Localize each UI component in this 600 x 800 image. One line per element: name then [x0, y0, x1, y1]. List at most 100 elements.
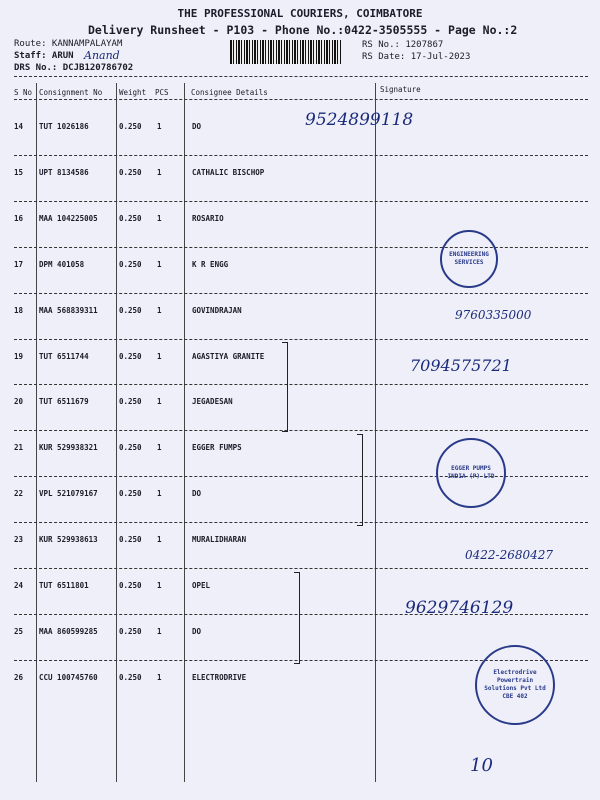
cell-cons: MAA 104225005 — [39, 213, 98, 223]
cell-sno: 26 — [14, 672, 24, 682]
column-line — [116, 83, 117, 782]
company-stamp: ENGINEERING SERVICES — [440, 230, 498, 288]
cell-pcs: 1 — [157, 397, 162, 407]
bracket — [357, 434, 363, 526]
cell-consignee: OPEL — [192, 581, 211, 590]
col-sno: S No — [14, 88, 33, 97]
handwritten-phone: 7094575721 — [410, 356, 512, 375]
staff-handwritten: Anand — [84, 49, 120, 62]
row-divider — [14, 613, 588, 615]
row-divider — [14, 154, 588, 156]
divider — [14, 76, 588, 77]
cell-sno: 14 — [14, 122, 24, 131]
cell-pcs: 1 — [157, 213, 162, 223]
cell-sno: 19 — [14, 351, 24, 361]
cell-weight: 0.250 — [119, 443, 142, 453]
cell-cons: UPT 8134586 — [39, 167, 89, 177]
cell-consignee: GOVINDRAJAN — [192, 305, 242, 315]
handwritten-phone: 9629746129 — [405, 598, 514, 618]
staff: Staff: ARUN — [14, 51, 74, 61]
runsheet-title: Delivery Runsheet - P103 - Phone No.:042… — [88, 23, 518, 37]
row-divider — [14, 522, 588, 524]
divider — [14, 99, 588, 100]
column-line — [375, 83, 376, 782]
cell-pcs: 1 — [157, 535, 162, 545]
cell-weight: 0.250 — [119, 626, 142, 636]
cell-pcs: 1 — [157, 167, 162, 177]
company-stamp: EGGER PUMPS INDIA (P) LTD — [436, 438, 506, 508]
cell-weight: 0.250 — [119, 489, 142, 499]
cell-weight: 0.250 — [119, 259, 142, 269]
row-divider — [14, 476, 588, 478]
row-divider — [14, 200, 588, 202]
company-stamp: Electrodrive Powertrain Solutions Pvt Lt… — [475, 645, 555, 725]
cell-cons: CCU 100745760 — [39, 672, 98, 682]
row-divider — [14, 659, 588, 661]
cell-weight: 0.250 — [119, 397, 142, 407]
column-line — [184, 83, 185, 782]
bracket — [282, 342, 288, 432]
cell-sno: 21 — [14, 443, 24, 453]
cell-pcs: 1 — [157, 305, 162, 315]
cell-consignee: EGGER FUMPS — [192, 443, 242, 453]
cell-weight: 0.250 — [119, 672, 142, 682]
row-divider — [14, 292, 588, 294]
rs-number: RS No.: 1207867 — [362, 40, 444, 50]
cell-cons: TUT 6511801 — [39, 581, 89, 590]
route: Route: KANNAMPALAYAM — [14, 39, 123, 49]
cell-cons: DPM 401058 — [39, 259, 85, 269]
drs-number: DRS No.: DCJB120786702 — [14, 63, 134, 73]
cell-weight: 0.250 — [119, 122, 142, 131]
cell-sno: 24 — [14, 581, 24, 590]
cell-pcs: 1 — [157, 489, 162, 499]
cell-consignee: ELECTRODRIVE — [192, 672, 247, 682]
col-pcs: PCS — [155, 88, 169, 97]
cell-weight: 0.250 — [119, 305, 142, 315]
cell-cons: TUT 6511679 — [39, 397, 89, 407]
cell-weight: 0.250 — [119, 167, 142, 177]
cell-consignee: AGASTIYA GRANITE — [192, 351, 265, 361]
cell-pcs: 1 — [157, 581, 162, 590]
rs-date: RS Date: 17-Jul-2023 — [362, 52, 471, 62]
row-divider — [14, 430, 588, 432]
cell-pcs: 1 — [157, 443, 162, 453]
cell-consignee: JEGADESAN — [192, 397, 233, 407]
cell-consignee: MURALIDHARAN — [192, 535, 247, 545]
cell-cons: KUR 529938613 — [39, 535, 98, 545]
cell-consignee: DO — [192, 489, 202, 499]
row-divider — [14, 246, 588, 248]
cell-sno: 20 — [14, 397, 24, 407]
cell-consignee: DO — [192, 122, 202, 131]
col-consignment: Consignment No — [39, 88, 103, 97]
col-weight: Weight — [119, 88, 147, 97]
row-divider — [14, 568, 588, 569]
row-divider — [14, 384, 588, 386]
cell-pcs: 1 — [157, 122, 162, 131]
cell-sno: 22 — [14, 489, 24, 499]
cell-sno: 15 — [14, 167, 24, 177]
col-consignee: Consignee Details — [191, 88, 268, 97]
bracket — [294, 572, 300, 664]
cell-sno: 25 — [14, 626, 24, 636]
cell-sno: 16 — [14, 213, 24, 223]
cell-sno: 17 — [14, 259, 24, 269]
cell-weight: 0.250 — [119, 213, 142, 223]
cell-cons: TUT 6511744 — [39, 351, 89, 361]
cell-cons: KUR 529938321 — [39, 443, 98, 453]
cell-cons: VPL 521079167 — [39, 489, 98, 499]
row-divider — [14, 338, 588, 340]
cell-pcs: 1 — [157, 672, 162, 682]
cell-pcs: 1 — [157, 626, 162, 636]
cell-consignee: CATHALIC BISCHOP — [192, 167, 265, 177]
column-line — [36, 83, 37, 782]
col-signature: Signature — [380, 85, 421, 94]
cell-consignee: ROSARIO — [192, 213, 224, 223]
cell-cons: MAA 860599285 — [39, 626, 98, 636]
cell-weight: 0.250 — [119, 581, 142, 590]
handwritten-phone: 0422-2680427 — [465, 548, 554, 562]
cell-pcs: 1 — [157, 351, 162, 361]
cell-consignee: DO — [192, 626, 202, 636]
cell-weight: 0.250 — [119, 535, 142, 545]
handwritten-phone: 9524899118 — [305, 110, 414, 130]
cell-sno: 23 — [14, 535, 24, 545]
